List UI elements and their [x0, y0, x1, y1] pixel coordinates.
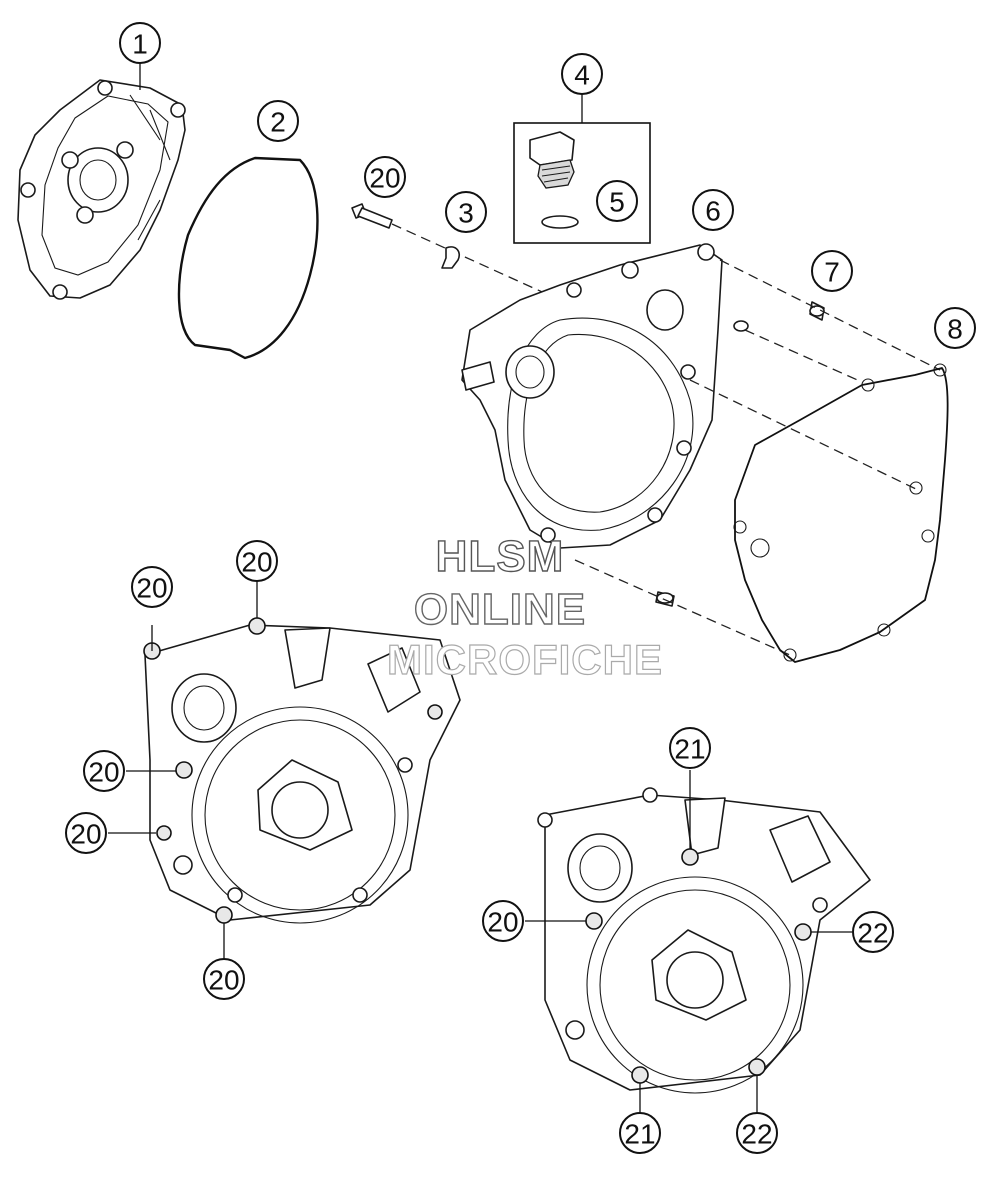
- callout-20-left-e: 20: [203, 958, 245, 1000]
- ignition-cover-gasket: [733, 363, 949, 663]
- assembled-cover-right: [537, 787, 871, 1094]
- callout-7-label: 7: [824, 257, 840, 288]
- callout-20-top-label: 20: [369, 163, 400, 194]
- callout-20-left-d-label: 20: [70, 819, 101, 850]
- callout-20-left-b-label: 20: [241, 547, 272, 578]
- callout-8: 8: [934, 307, 976, 349]
- callout-20-top: 20: [364, 156, 406, 198]
- callout-21-bottom: 21: [619, 1112, 661, 1154]
- dowel-pins: [655, 301, 825, 607]
- o-ring: [541, 215, 579, 229]
- callout-22-bottom-label: 22: [741, 1119, 772, 1150]
- callout-5: 5: [596, 180, 638, 222]
- callout-3: 3: [445, 191, 487, 233]
- callout-1: 1: [119, 22, 161, 64]
- callout-20-left-a: 20: [131, 566, 173, 608]
- callout-20-left-b: 20: [236, 540, 278, 582]
- callout-2-label: 2: [270, 107, 286, 138]
- callout-21-top: 21: [669, 727, 711, 769]
- callout-20-left-c: 20: [83, 750, 125, 792]
- callout-21-top-label: 21: [674, 734, 705, 765]
- outer-ignition-cover: [17, 79, 186, 300]
- cable-clamp: [441, 246, 461, 269]
- assembled-cover-left: [143, 617, 461, 924]
- plug-assembly-box: [513, 122, 651, 244]
- callout-20-right-label: 20: [487, 907, 518, 938]
- screw-20-top: [351, 203, 393, 229]
- callout-5-label: 5: [609, 187, 625, 218]
- callout-21-bottom-label: 21: [624, 1119, 655, 1150]
- callout-20-left-c-label: 20: [88, 757, 119, 788]
- callout-4: 4: [561, 53, 603, 95]
- callout-22-right: 22: [852, 911, 894, 953]
- cover-gasket-round: [177, 156, 319, 360]
- leader-lines: [108, 62, 852, 1113]
- callout-1-label: 1: [132, 29, 148, 60]
- callout-4-label: 4: [574, 60, 590, 91]
- callout-6: 6: [692, 189, 734, 231]
- callout-20-left-a-label: 20: [136, 573, 167, 604]
- callout-7: 7: [811, 250, 853, 292]
- callout-20-right: 20: [482, 900, 524, 942]
- callout-6-label: 6: [705, 196, 721, 227]
- callout-20-left-e-label: 20: [208, 965, 239, 996]
- callout-22-bottom: 22: [736, 1112, 778, 1154]
- callout-2: 2: [257, 100, 299, 142]
- callout-8-label: 8: [947, 314, 963, 345]
- callout-3-label: 3: [458, 198, 474, 229]
- callout-22-right-label: 22: [857, 918, 888, 949]
- inner-ignition-cover: [461, 243, 723, 549]
- callout-20-left-d: 20: [65, 812, 107, 854]
